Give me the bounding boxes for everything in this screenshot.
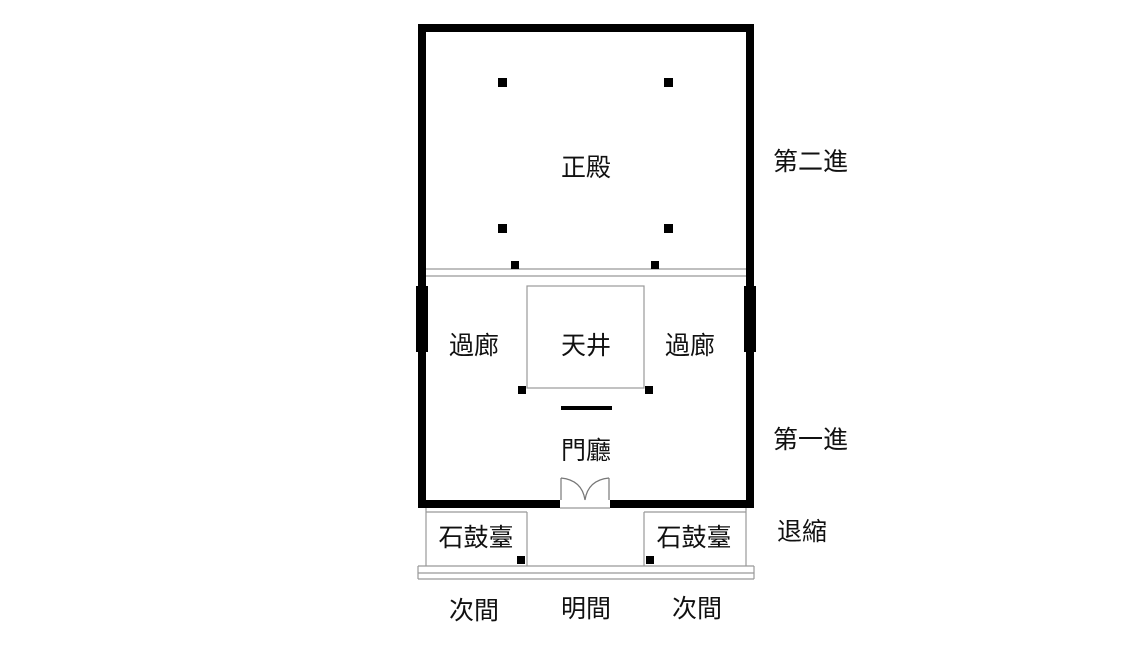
front-wall-right (610, 500, 754, 508)
column (511, 261, 519, 269)
column (498, 78, 507, 87)
door-swing-left (560, 477, 586, 501)
right-corridor-wall (744, 286, 756, 352)
room-labels: 正殿 過廊 天井 過廊 門廳 石鼓臺 石鼓臺 (438, 153, 731, 552)
column (498, 224, 507, 233)
first-hall-zone-label: 第一進 (773, 425, 848, 454)
column (517, 556, 525, 564)
second-hall-zone-label: 第二進 (773, 147, 848, 176)
corridor-right-label: 過廊 (665, 331, 715, 360)
column (651, 261, 659, 269)
column (518, 386, 526, 394)
outer-walls (416, 24, 756, 508)
front-wall-left (418, 500, 560, 508)
courtyard-label: 天井 (561, 331, 611, 360)
columns (498, 78, 673, 564)
column (645, 386, 653, 394)
zone-labels: 第二進 第一進 退縮 (773, 147, 848, 546)
double-door-icon (560, 477, 610, 501)
left-wall (418, 24, 426, 508)
courtyard-outline (526, 285, 645, 389)
recessed-entry-zone-label: 退縮 (777, 517, 827, 546)
thin-lines (417, 268, 755, 580)
drum-platform-left-label: 石鼓臺 (438, 523, 513, 552)
gate-hall-label: 門廳 (561, 436, 611, 465)
column (664, 78, 673, 87)
column (646, 556, 654, 564)
side-bay-left-label: 次間 (449, 596, 499, 625)
screen-partition (561, 406, 612, 410)
main-hall-label: 正殿 (561, 153, 611, 182)
top-wall (418, 24, 754, 32)
central-bay-label: 明間 (561, 594, 611, 623)
column (664, 224, 673, 233)
corridor-left-label: 過廊 (449, 331, 499, 360)
bay-labels: 次間 明間 次間 (449, 594, 722, 625)
right-wall (746, 24, 754, 508)
side-bay-right-label: 次間 (672, 594, 722, 623)
drum-platform-right-label: 石鼓臺 (656, 523, 731, 552)
door-swing-right (584, 477, 610, 501)
left-corridor-wall (416, 286, 428, 352)
